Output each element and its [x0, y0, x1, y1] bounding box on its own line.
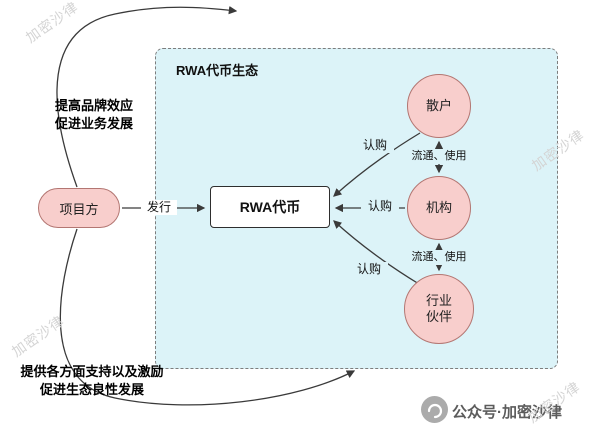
industry-partner-label-line2: 伙伴 [425, 309, 452, 324]
industry-partner-node: 行业 伙伴 [404, 274, 474, 344]
flow-top-edge-label: 流通、使用 [406, 149, 472, 164]
subscribe-partner-edge-label: 认购 [350, 262, 388, 277]
watermark-text: 加密沙律 [8, 312, 68, 360]
account-avatar-icon [421, 396, 448, 423]
support-benefit-note-line2: 促进生态良性发展 [39, 382, 144, 397]
rwa-token-label: RWA代币 [239, 199, 301, 215]
account-name-text: 公众号·加密沙律 [452, 404, 562, 421]
issue-edge-label: 发行 [141, 200, 177, 215]
ecosystem-title: RWA代币生态 [176, 63, 259, 78]
industry-partner-label-line1: 行业 [425, 293, 452, 308]
rwa-token-node: RWA代币 [210, 186, 330, 228]
flow-bottom-edge-label: 流通、使用 [406, 250, 472, 265]
project-party-label: 项目方 [59, 201, 99, 217]
watermark-text: 加密沙律 [22, 0, 82, 46]
support-benefit-note: 提供各方面支持以及激励 促进生态良性发展 [6, 363, 178, 399]
retail-label: 散户 [425, 98, 452, 113]
subscribe-institution-edge-label: 认购 [361, 199, 399, 214]
project-party-node: 项目方 [38, 188, 120, 228]
support-benefit-note-line1: 提供各方面支持以及激励 [20, 364, 164, 379]
subscribe-retail-edge-label: 认购 [356, 138, 394, 153]
institution-node: 机构 [407, 176, 471, 240]
brand-benefit-note: 提高品牌效应 促进业务发展 [34, 97, 154, 133]
retail-node: 散户 [407, 74, 471, 138]
institution-label: 机构 [425, 200, 452, 215]
brand-benefit-note-line2: 促进业务发展 [54, 116, 133, 131]
brand-benefit-note-line1: 提高品牌效应 [54, 98, 133, 113]
